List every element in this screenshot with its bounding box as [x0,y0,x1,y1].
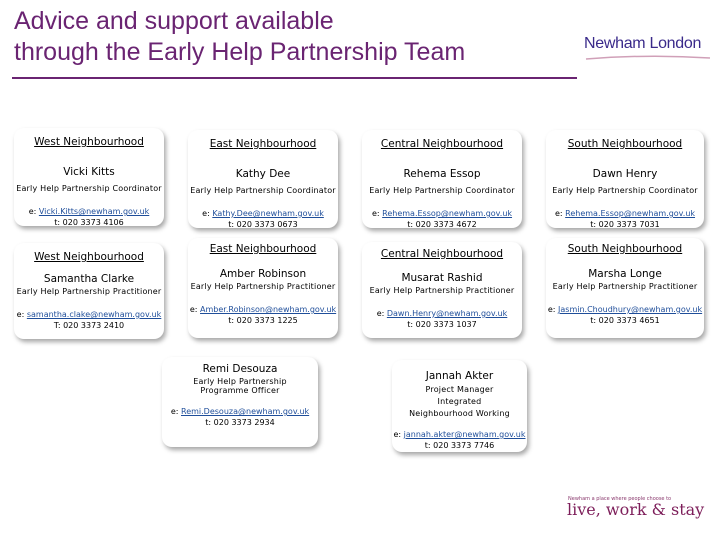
email-link[interactable]: Remi.Desouza@newham.gov.uk [181,407,310,416]
neighbourhood-label: Central Neighbourhood [380,138,504,150]
email-link[interactable]: Dawn.Henry@newham.gov.uk [386,309,508,318]
footer-tagline: live, work & stay [567,500,705,519]
footer-strapline: Newham a place where people choose to [568,496,672,502]
contact-name: Musarat Rashid [401,272,483,284]
neighbourhood-label: West Neighbourhood [34,251,144,263]
coordinator-card-south: South Neighbourhood Dawn Henry Early Hel… [546,130,704,229]
phone-number: t: 020 3373 0673 [228,220,298,229]
email-line: e: Kathy.Dee@newham.gov.uk [188,209,338,218]
email-link[interactable]: Jasmin.Choudhury@newham.gov.uk [558,305,703,314]
title-underline [12,77,577,79]
email-prefix: e: [393,430,402,439]
email-prefix: e: [371,209,380,218]
contact-role: Early Help Partnership Practitioner [190,282,336,291]
title-line-2: through the Early Help Partnership Team [14,38,466,66]
practitioner-card-south: South Neighbourhood Marsha Longe Early H… [546,238,704,338]
contact-role: Early Help Partnership Programme Officer [193,377,287,395]
contact-role: Early Help Partnership Practitioner [369,286,515,295]
neighbourhood-label: South Neighbourhood [567,138,683,150]
email-prefix: e: [554,209,563,218]
email-line: e: Remi.Desouza@newham.gov.uk [162,407,318,416]
email-line: e: samantha.clake@newham.gov.uk [14,310,164,319]
contact-name: Kathy Dee [235,168,291,180]
email-prefix: e: [170,407,179,416]
email-line: e: Vicki.Kitts@newham.gov.uk [14,207,164,216]
contact-role: Early Help Partnership Practitioner [16,287,162,296]
phone-number: t: 020 3373 4672 [407,220,477,229]
contact-name: Rehema Essop [403,168,481,180]
neighbourhood-label: East Neighbourhood [209,243,317,255]
contact-name: Samantha Clarke [43,273,135,285]
contact-role: Project Manager Integrated Neighbourhood… [409,385,510,418]
logo-text: Newham London [584,35,702,52]
phone-number: t: 020 3373 1225 [228,316,298,325]
contact-name: Remi Desouza [202,363,278,375]
email-link[interactable]: Vicki.Kitts@newham.gov.uk [38,207,150,216]
email-line: e: jannah.akter@newham.gov.uk [392,430,527,439]
phone-number: T: 020 3373 2410 [53,321,125,330]
neighbourhood-label: Central Neighbourhood [380,248,504,260]
page-title: Advice and support available through the… [14,6,574,68]
coordinator-card-east: East Neighbourhood Kathy Dee Early Help … [188,130,338,229]
contact-role: Early Help Partnership Coordinator [369,186,515,195]
email-prefix: e: [202,209,210,218]
email-line: e: Amber.Robinson@newham.gov.uk [188,305,338,314]
neighbourhood-label: West Neighbourhood [34,136,144,148]
programme-officer-card: Remi Desouza Early Help Partnership Prog… [162,357,318,447]
email-prefix: e: [16,310,25,319]
contact-name: Jannah Akter [425,370,494,382]
newham-logo: Newham London [584,35,712,60]
practitioner-card-central: Central Neighbourhood Musarat Rashid Ear… [362,242,522,338]
neighbourhood-label: East Neighbourhood [209,138,317,150]
email-link[interactable]: Rehema.Essop@newham.gov.uk [382,209,513,218]
email-link[interactable]: Amber.Robinson@newham.gov.uk [200,305,337,314]
contact-name: Vicki Kitts [63,166,115,178]
email-link[interactable]: Kathy.Dee@newham.gov.uk [212,209,324,218]
contact-name: Dawn Henry [592,168,658,180]
contact-name: Amber Robinson [219,268,307,280]
phone-number: t: 020 3373 1037 [407,320,477,329]
practitioner-card-west: West Neighbourhood Samantha Clarke Early… [14,243,164,339]
email-link[interactable]: samantha.clake@newham.gov.uk [26,310,162,319]
contact-role: Early Help Partnership Coordinator [190,186,336,195]
logo-swoosh-icon [585,55,711,60]
phone-number: t: 020 3373 4651 [590,316,660,325]
email-line: e: Rehema.Essop@newham.gov.uk [362,209,522,218]
project-manager-card: Jannah Akter Project Manager Integrated … [392,360,527,452]
email-prefix: e: [547,305,556,314]
contact-role: Early Help Partnership Practitioner [552,282,698,291]
coordinator-card-west: West Neighbourhood Vicki Kitts Early Hel… [14,128,164,227]
contact-role: Early Help Partnership Coordinator [552,186,698,195]
coordinator-card-central: Central Neighbourhood Rehema Essop Early… [362,130,522,229]
contact-name: Marsha Longe [588,268,662,280]
practitioner-card-east: East Neighbourhood Amber Robinson Early … [188,238,338,338]
phone-number: t: 020 3373 4106 [54,218,124,227]
phone-number: t: 020 3373 7746 [424,441,495,450]
title-line-1: Advice and support available [14,7,334,35]
email-prefix: e: [376,309,385,318]
phone-number: t: 020 3373 7031 [590,220,660,229]
email-line: e: Dawn.Henry@newham.gov.uk [362,309,522,318]
neighbourhood-label: South Neighbourhood [567,243,683,255]
email-line: e: Rehema.Essop@newham.gov.uk [546,209,704,218]
phone-number: t: 020 3373 2934 [205,418,275,427]
email-line: e: Jasmin.Choudhury@newham.gov.uk [546,305,704,314]
email-prefix: e: [28,207,37,216]
contact-role: Early Help Partnership Coordinator [16,184,162,193]
email-prefix: e: [189,305,198,314]
email-link[interactable]: jannah.akter@newham.gov.uk [403,430,526,439]
email-link[interactable]: Rehema.Essop@newham.gov.uk [565,209,696,218]
